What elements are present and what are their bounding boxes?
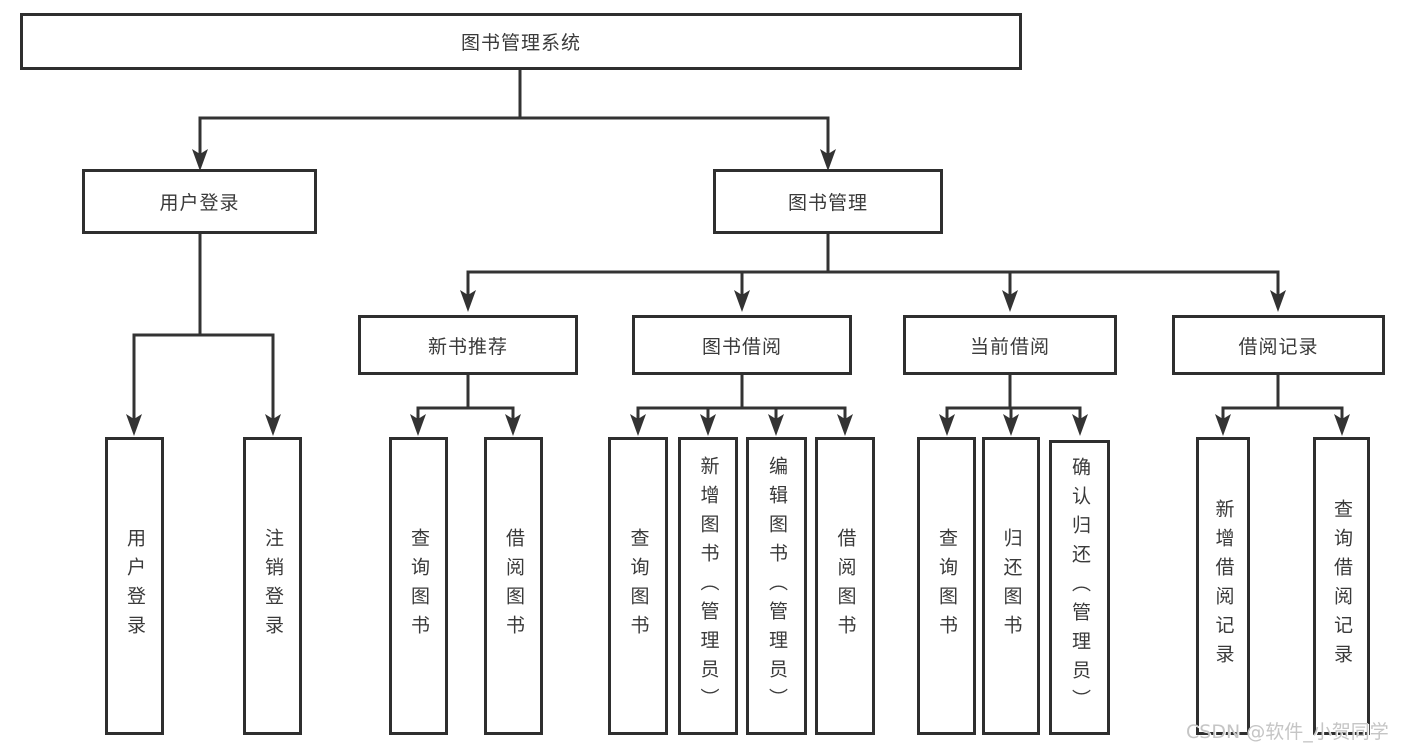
node-new-book-recommendation: 新书推荐 [358,315,578,375]
leaf-logout: 注销登录 [243,437,302,735]
leaf-confirm-return-admin: 确认归还（管理员） [1049,440,1110,735]
leaf-query-borrow-record: 查询借阅记录 [1313,437,1370,735]
node-book-management: 图书管理 [713,169,943,234]
leaf-edit-book-admin: 编辑图书（管理员） [746,437,807,735]
csdn-watermark: CSDN @软件_小贺同学 [1186,721,1389,743]
leaf-query-books-current: 查询图书 [917,437,976,735]
leaf-return-book: 归还图书 [982,437,1040,735]
leaf-add-book-admin: 新增图书（管理员） [678,437,738,735]
node-user-login: 用户登录 [82,169,317,234]
node-library-system: 图书管理系统 [20,13,1022,70]
leaf-query-books-borrowing: 查询图书 [608,437,668,735]
leaf-user-login: 用户登录 [105,437,164,735]
leaf-query-books-recommend: 查询图书 [389,437,448,735]
leaf-borrow-books-recommend: 借阅图书 [484,437,543,735]
leaf-add-borrow-record: 新增借阅记录 [1196,437,1250,735]
node-current-borrowing: 当前借阅 [903,315,1117,375]
node-book-borrowing: 图书借阅 [632,315,852,375]
node-borrowing-records: 借阅记录 [1172,315,1385,375]
leaf-borrow-books-borrowing: 借阅图书 [815,437,875,735]
